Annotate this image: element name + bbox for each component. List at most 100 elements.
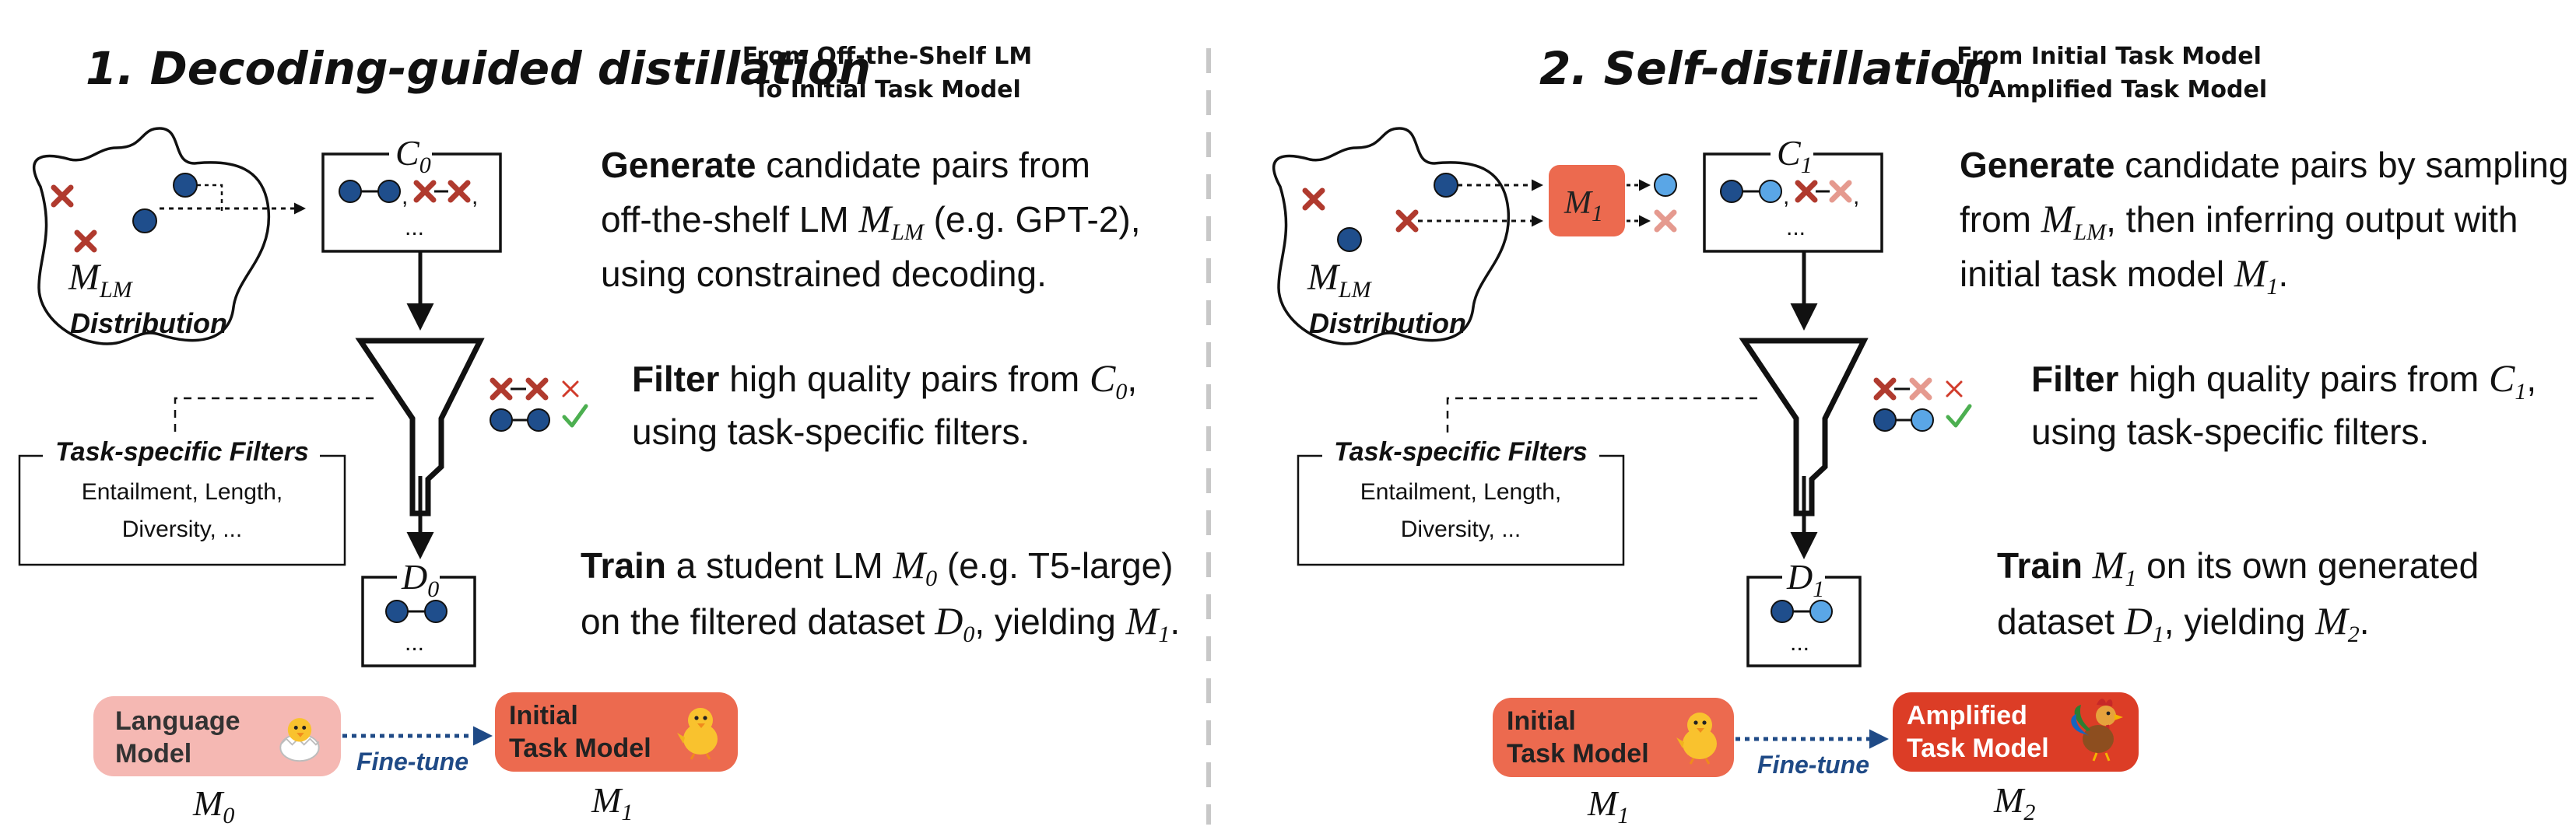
- right-subtitle-line1: From Initial Task Model: [1957, 43, 2262, 70]
- left-lm-distribution-blob: [32, 127, 271, 345]
- left-cand-ellipsis: ...: [405, 215, 424, 240]
- left-dataset-label-bg: [397, 560, 440, 591]
- rooster-icon: [2071, 699, 2123, 762]
- left-panel: 1. Decoding-guided distillation From Off…: [18, 42, 1180, 828]
- right-data-dot-b: [1809, 600, 1833, 623]
- right-filter-line2: using task-specific filters.: [2031, 411, 2429, 452]
- left-generate-line3: using constrained decoding.: [601, 254, 1047, 294]
- right-from-symbol: M1: [1587, 783, 1629, 828]
- left-filter-cross-icon-b: [528, 380, 546, 397]
- left-filter-line1: Filter high quality pairs from C0,: [632, 356, 1137, 404]
- right-filters-line2: Diversity, ...: [1401, 517, 1521, 542]
- right-amplified-model-line1: Amplified: [1907, 701, 2027, 730]
- left-filters-line2: Diversity, ...: [122, 517, 242, 542]
- left-dataset-box: [361, 576, 476, 667]
- right-task-model-box: [1549, 165, 1625, 236]
- left-initial-model-line1: Initial: [509, 701, 578, 730]
- right-cand-comma-1: ,: [1783, 184, 1789, 209]
- left-finetune-label: Fine-tune: [356, 748, 469, 776]
- right-candidate-label-bg: [1771, 136, 1813, 167]
- left-train-line1: Train a student LM M0 (e.g. T5-large): [581, 543, 1173, 591]
- left-initial-model-line2: Task Model: [509, 734, 651, 763]
- right-filter-cross-icon-b: [1912, 380, 1929, 397]
- right-blob-cross-icon-1: [1305, 191, 1322, 208]
- right-to-symbol: M2: [1993, 780, 2035, 825]
- left-blob-cross-icon-1: [54, 187, 71, 205]
- right-amplified-model-line2: Task Model: [1907, 734, 2049, 763]
- hatching-chick-icon: [279, 718, 320, 762]
- left-cand-dot-b: [377, 180, 401, 203]
- right-generate-line1: Generate candidate pairs by sampling: [1960, 145, 2568, 185]
- right-filter-dot-b: [1911, 408, 1934, 432]
- right-initial-model-line2: Task Model: [1507, 739, 1649, 769]
- right-dataset-label-bg: [1782, 560, 1825, 591]
- left-cand-comma-1: ,: [402, 184, 408, 209]
- left-generate-line1: Generate candidate pairs from: [601, 145, 1090, 185]
- left-filter-cross-icon-a: [493, 380, 510, 397]
- right-generate-line2: from MLM, then inferring output with: [1960, 197, 2518, 245]
- left-filters-title-bg: [43, 436, 320, 470]
- right-blob-label: Distribution: [1309, 307, 1466, 339]
- right-filters-title: Task-specific Filters: [1334, 437, 1588, 467]
- right-finetune-label: Fine-tune: [1757, 751, 1869, 779]
- right-infer-dot: [1654, 173, 1677, 197]
- right-data-ellipsis: ...: [1790, 630, 1809, 656]
- left-to-symbol: M1: [591, 780, 633, 825]
- left-language-model-box: [93, 696, 341, 776]
- right-cand-comma-2: ,: [1853, 184, 1859, 209]
- left-funnel-icon: [355, 338, 485, 517]
- right-task-model-label: M1: [1563, 185, 1603, 226]
- left-train-line2: on the filtered dataset D0, yielding M1.: [581, 599, 1180, 647]
- left-candidate-label-bg: [389, 136, 432, 167]
- left-filter-dot-a: [490, 408, 513, 432]
- left-initial-model-box: [495, 692, 738, 772]
- left-title: 1. Decoding-guided distillation: [86, 42, 871, 95]
- left-language-model-line2: Model: [115, 739, 191, 769]
- right-data-dot-a: [1771, 600, 1794, 623]
- left-data-dot-b: [424, 600, 447, 623]
- left-filters-title: Task-specific Filters: [55, 437, 309, 467]
- right-filters-line1: Entailment, Length,: [1360, 479, 1562, 505]
- right-cand-dot-a: [1720, 180, 1743, 203]
- right-funnel-icon: [1739, 338, 1869, 517]
- right-filter-cross-icon-a: [1876, 380, 1893, 397]
- right-filter-check-icon: [1948, 406, 1970, 426]
- right-filter-dot-a: [1873, 408, 1897, 432]
- right-infer-cross-icon: [1657, 212, 1674, 229]
- right-filter-reject-icon: [1946, 380, 1963, 397]
- right-initial-model-line1: Initial: [1507, 706, 1576, 736]
- left-blob-connector: [197, 184, 223, 214]
- left-subtitle-line1: From Off-the-Shelf LM: [742, 43, 1033, 70]
- left-language-model-line1: Language: [115, 706, 240, 736]
- left-blob-symbol: MLM: [68, 257, 134, 303]
- right-cand-dot-b: [1759, 180, 1782, 203]
- right-panel: 2. Self-distillation From Initial Task M…: [1272, 42, 2568, 828]
- left-data-ellipsis: ...: [405, 630, 424, 656]
- left-filter-dot-b: [527, 408, 550, 432]
- right-generate-line3: initial task model M1.: [1960, 251, 2288, 299]
- left-blob-dot-1: [173, 173, 198, 198]
- right-blob-symbol: MLM: [1307, 257, 1373, 303]
- left-filters-box: [18, 454, 346, 566]
- right-filter-connector: [1446, 397, 1757, 440]
- left-dataset-label: D0: [401, 557, 439, 602]
- left-filters-line1: Entailment, Length,: [82, 479, 283, 505]
- right-subtitle-line2: To Amplified Task Model: [1951, 76, 2267, 103]
- left-subtitle-line2: To Initial Task Model: [753, 76, 1021, 103]
- left-candidate-label: C0: [395, 133, 431, 178]
- right-initial-model-box: [1493, 698, 1734, 777]
- left-data-dot-a: [385, 600, 409, 623]
- right-candidate-label: C1: [1777, 133, 1813, 178]
- left-cand-comma-2: ,: [472, 184, 478, 209]
- right-blob-cross-icon-2: [1399, 212, 1416, 229]
- right-dataset-label: D1: [1786, 557, 1824, 602]
- right-blob-dot-1: [1337, 227, 1362, 252]
- right-filters-box: [1297, 454, 1625, 566]
- right-train-line2: dataset D1, yielding M2.: [1997, 599, 2370, 647]
- right-dataset-box: [1746, 576, 1862, 667]
- left-generate-line2: off-the-shelf LM MLM (e.g. GPT-2),: [601, 197, 1141, 245]
- left-blob-cross-icon-2: [77, 233, 94, 250]
- left-filter-line2: using task-specific filters.: [632, 411, 1030, 452]
- right-train-line1: Train M1 on its own generated: [1997, 543, 2479, 591]
